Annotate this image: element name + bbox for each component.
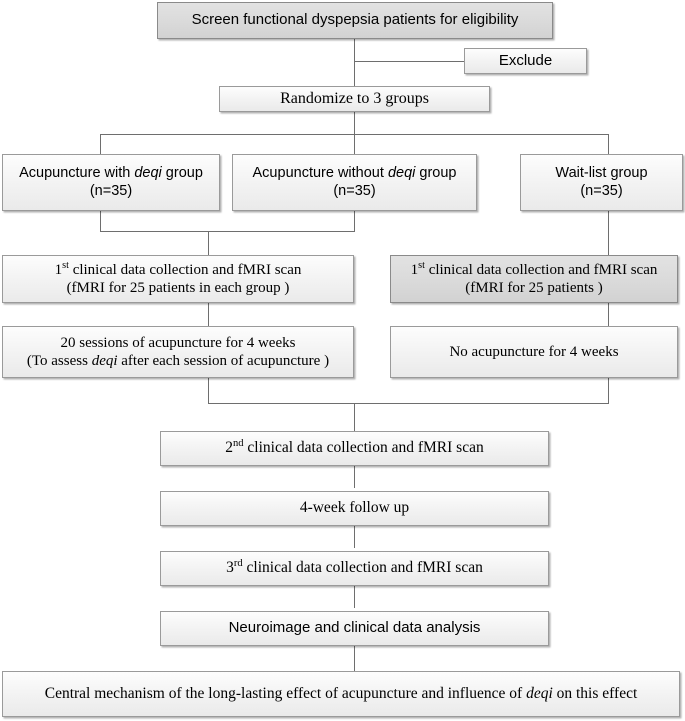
node-conclusion[interactable]: Central mechanism of the long-lasting ef… [2, 671, 680, 717]
first-left-line1-rest: clinical data collection and fMRI scan [68, 261, 302, 278]
node-group-acupuncture-without-deqi[interactable]: Acupuncture without deqi group (n=35) [232, 154, 477, 211]
first-left-ordinal-suffix: st [62, 259, 69, 271]
first-left-ordinal: 1 [54, 261, 63, 278]
node-first-left-text: 1st clinical data collection and fMRI sc… [9, 259, 347, 298]
node-analysis-label: Neuroimage and clinical data analysis [228, 619, 481, 637]
group-with-deqi-line2: (n=35) [89, 182, 133, 199]
connector-sessions-down [208, 378, 209, 403]
node-screen-eligibility[interactable]: Screen functional dyspepsia patients for… [157, 2, 553, 39]
connector-arms-merge-down [354, 403, 355, 431]
sessions-line2-post: after each session of acupuncture ) [117, 353, 330, 369]
connector-left-merge-down [208, 231, 209, 255]
node-group-waitlist-text: Wait-list group (n=35) [527, 165, 676, 200]
node-first-clinical-collection-right[interactable]: 1st clinical data collection and fMRI sc… [390, 255, 678, 303]
group-without-deqi-line1-post: group [415, 164, 457, 181]
conclusion-post: on this effect [552, 684, 638, 702]
node-first-right-text: 1st clinical data collection and fMRI sc… [397, 259, 671, 298]
node-group-with-deqi-text: Acupuncture with deqi group (n=35) [9, 165, 213, 200]
node-no-acupuncture-label: No acupuncture for 4 weeks [449, 343, 619, 360]
second-ordinal: 2 [225, 439, 234, 457]
connector-split-to-group-without-deqi [354, 134, 355, 154]
sessions-line2-pre: (To assess [26, 353, 92, 369]
sessions-line2-em: deqi [91, 353, 118, 369]
node-exclude-label: Exclude [498, 51, 553, 69]
first-right-ordinal-suffix: st [418, 259, 425, 271]
node-acupuncture-sessions[interactable]: 20 sessions of acupuncture for 4 weeks (… [2, 326, 354, 378]
connector-left-groups-merge-bar [100, 231, 355, 232]
connector-first-right-to-no-acupuncture [608, 303, 609, 326]
first-left-line2: (fMRI for 25 patients in each group ) [66, 280, 290, 296]
third-line1-rest: clinical data collection and fMRI scan [242, 559, 483, 577]
node-exclude[interactable]: Exclude [464, 48, 587, 74]
connector-randomize-down [354, 112, 355, 135]
node-group-acupuncture-with-deqi[interactable]: Acupuncture with deqi group (n=35) [2, 154, 220, 211]
connector-second-to-followup [354, 466, 355, 488]
connector-split-to-group-waitlist [608, 134, 609, 154]
connector-followup-to-third [354, 526, 355, 548]
connector-screen-to-exclude [354, 61, 464, 62]
second-ordinal-suffix: nd [233, 437, 244, 449]
group-waitlist-line1: Wait-list group [555, 164, 648, 181]
third-ordinal-suffix: rd [233, 557, 243, 569]
group-waitlist-line2: (n=35) [580, 182, 623, 199]
connector-arms-merge-bar [208, 403, 609, 404]
node-sessions-text: 20 sessions of acupuncture for 4 weeks (… [9, 334, 347, 371]
third-ordinal: 3 [226, 559, 234, 577]
connector-waitlist-down [608, 211, 609, 255]
node-follow-up[interactable]: 4-week follow up [160, 491, 549, 526]
node-analysis[interactable]: Neuroimage and clinical data analysis [160, 611, 549, 646]
node-randomize[interactable]: Randomize to 3 groups [219, 86, 490, 112]
second-line1-rest: clinical data collection and fMRI scan [243, 439, 484, 457]
group-with-deqi-line1-post: group [161, 164, 203, 181]
first-right-ordinal: 1 [410, 261, 419, 278]
node-no-acupuncture[interactable]: No acupuncture for 4 weeks [390, 326, 678, 378]
connector-split-to-group-with-deqi [100, 134, 101, 154]
node-third-clinical-collection[interactable]: 3rd clinical data collection and fMRI sc… [160, 551, 549, 586]
node-screen-eligibility-label: Screen functional dyspepsia patients for… [191, 11, 519, 29]
group-without-deqi-line2: (n=35) [333, 182, 376, 199]
node-third-text: 3rd clinical data collection and fMRI sc… [167, 557, 542, 578]
conclusion-pre: Central mechanism of the long-lasting ef… [44, 684, 527, 702]
connector-group-with-deqi-down [100, 211, 101, 231]
first-right-line1-rest: clinical data collection and fMRI scan [424, 261, 658, 278]
connector-screen-to-randomize [354, 38, 355, 86]
connector-no-acupuncture-down [608, 378, 609, 403]
node-follow-up-label: 4-week follow up [299, 499, 410, 517]
group-without-deqi-line1-em: deqi [387, 164, 416, 181]
node-group-waitlist[interactable]: Wait-list group (n=35) [520, 154, 683, 211]
node-conclusion-text: Central mechanism of the long-lasting ef… [9, 685, 673, 704]
group-with-deqi-line1-em: deqi [134, 164, 162, 181]
connector-analysis-to-conclusion [354, 646, 355, 671]
node-randomize-label: Randomize to 3 groups [280, 90, 429, 108]
group-without-deqi-line1-pre: Acupuncture without [252, 164, 388, 181]
node-second-clinical-collection[interactable]: 2nd clinical data collection and fMRI sc… [160, 431, 549, 466]
connector-group-without-deqi-down [354, 211, 355, 231]
connector-third-to-analysis [354, 586, 355, 608]
sessions-line1: 20 sessions of acupuncture for 4 weeks [60, 334, 296, 351]
node-first-clinical-collection-left[interactable]: 1st clinical data collection and fMRI sc… [2, 255, 354, 303]
node-group-without-deqi-text: Acupuncture without deqi group (n=35) [239, 165, 470, 200]
group-with-deqi-line1-pre: Acupuncture with [19, 164, 135, 181]
connector-first-to-sessions [208, 303, 209, 326]
conclusion-em: deqi [526, 684, 553, 702]
node-second-text: 2nd clinical data collection and fMRI sc… [167, 437, 542, 458]
first-right-line2: (fMRI for 25 patients ) [465, 280, 603, 296]
